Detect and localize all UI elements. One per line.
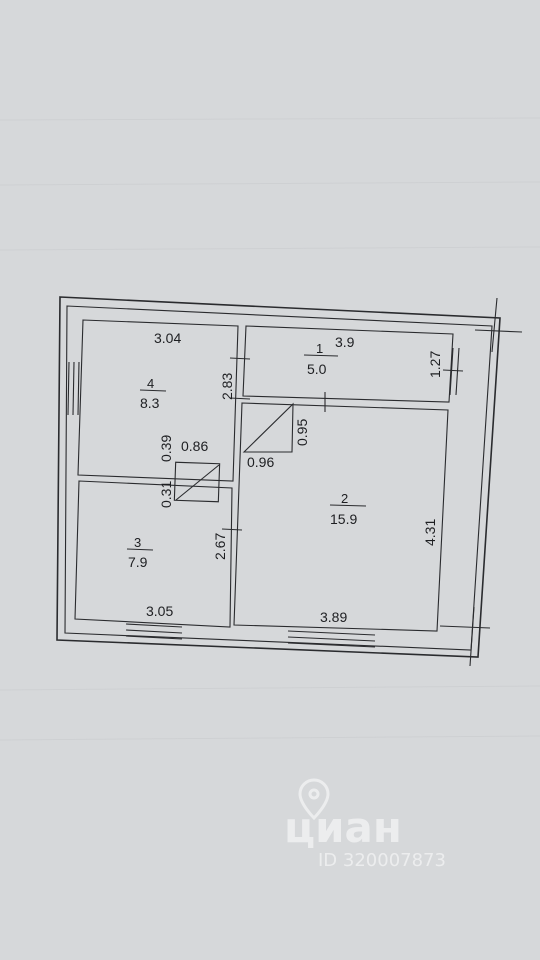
room-3-outline — [74, 480, 233, 628]
watermark: циан ID 320007873 — [284, 778, 446, 871]
dim-stair2-height: 0.95 — [294, 419, 310, 446]
location-pin-icon — [298, 778, 330, 821]
window-right — [449, 347, 460, 396]
room-2-number: 2 — [341, 491, 348, 506]
dim-room1-top: 3.9 — [335, 334, 355, 350]
fraction-bars — [126, 354, 367, 551]
room-3-area: 7.9 — [128, 554, 148, 570]
stair-triangle — [242, 402, 294, 453]
room-3-number: 3 — [134, 535, 141, 550]
dim-room3-bottom: 3.05 — [146, 603, 173, 619]
watermark-brand: циан — [284, 803, 402, 852]
room-2-area: 15.9 — [330, 511, 357, 527]
room-4-outline — [77, 319, 239, 482]
window-bottom-left — [125, 623, 183, 640]
room-4-area: 8.3 — [140, 395, 160, 411]
watermark-id: ID 320007873 — [318, 850, 446, 871]
room-1-number: 1 — [316, 341, 323, 356]
room-1-area: 5.0 — [307, 361, 327, 377]
stair-hatch — [173, 461, 221, 503]
dim-room4-top: 3.04 — [154, 330, 181, 346]
dim-room4-side: 2.83 — [219, 373, 235, 400]
dim-room1-side: 1.27 — [427, 351, 443, 378]
dim-stair2-width: 0.96 — [247, 454, 274, 470]
window-left — [67, 361, 80, 416]
paper-lines — [0, 117, 540, 741]
dim-room2-side: 4.31 — [422, 519, 438, 546]
dim-room3-side: 2.67 — [212, 533, 228, 560]
dim-stair-gap-top: 0.39 — [158, 435, 174, 462]
room-1-outline — [242, 325, 454, 403]
room-4-number: 4 — [147, 376, 154, 391]
dim-stair-gap-bottom: 0.31 — [158, 481, 174, 508]
dim-room2-bottom: 3.89 — [320, 609, 347, 625]
window-bottom-right — [287, 630, 376, 648]
corner-ticks — [439, 297, 523, 667]
opening-marks — [221, 357, 464, 531]
dim-stair-width: 0.86 — [181, 438, 208, 454]
room-2-outline — [233, 402, 449, 632]
